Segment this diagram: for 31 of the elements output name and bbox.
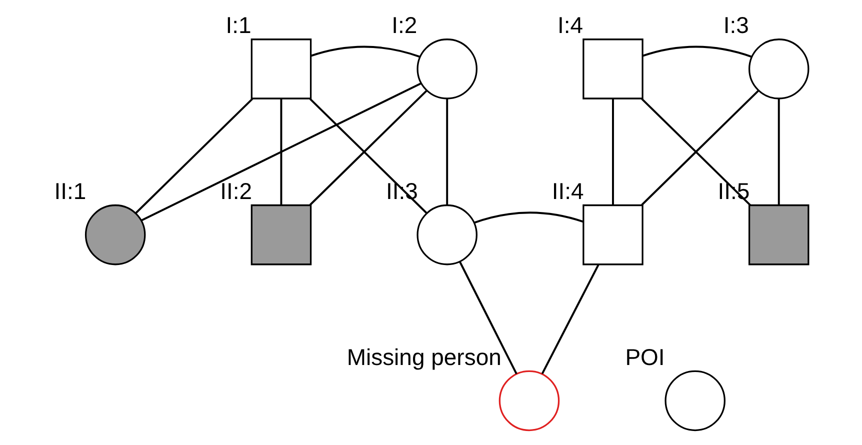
node-label: Missing person bbox=[346, 344, 501, 370]
node-circle bbox=[416, 204, 477, 266]
node-label: I:1 bbox=[225, 12, 251, 38]
node-box bbox=[748, 204, 809, 266]
node-circle bbox=[84, 204, 146, 266]
connector bbox=[777, 98, 780, 206]
connector bbox=[310, 46, 420, 58]
node-box bbox=[250, 38, 312, 100]
node-circle bbox=[748, 38, 809, 100]
connector bbox=[642, 46, 752, 58]
node-box bbox=[582, 204, 643, 266]
node-circle bbox=[416, 38, 477, 100]
node-circle bbox=[664, 370, 725, 432]
connector bbox=[540, 264, 599, 374]
connector bbox=[134, 98, 253, 214]
connector bbox=[474, 212, 583, 224]
node-label: I:3 bbox=[722, 12, 748, 38]
connector bbox=[446, 98, 448, 206]
connector bbox=[458, 261, 517, 374]
node-circle bbox=[498, 370, 560, 432]
node-label: I:2 bbox=[391, 12, 417, 38]
connector bbox=[280, 98, 282, 206]
node-box bbox=[582, 38, 643, 100]
node-label: II:1 bbox=[54, 178, 86, 204]
connector bbox=[612, 98, 614, 206]
node-label: I:4 bbox=[557, 12, 583, 38]
node-label: II:2 bbox=[220, 178, 252, 204]
node-label: II:4 bbox=[551, 178, 584, 204]
node-label: POI bbox=[624, 344, 664, 370]
connector bbox=[140, 82, 421, 222]
node-box bbox=[250, 204, 312, 266]
